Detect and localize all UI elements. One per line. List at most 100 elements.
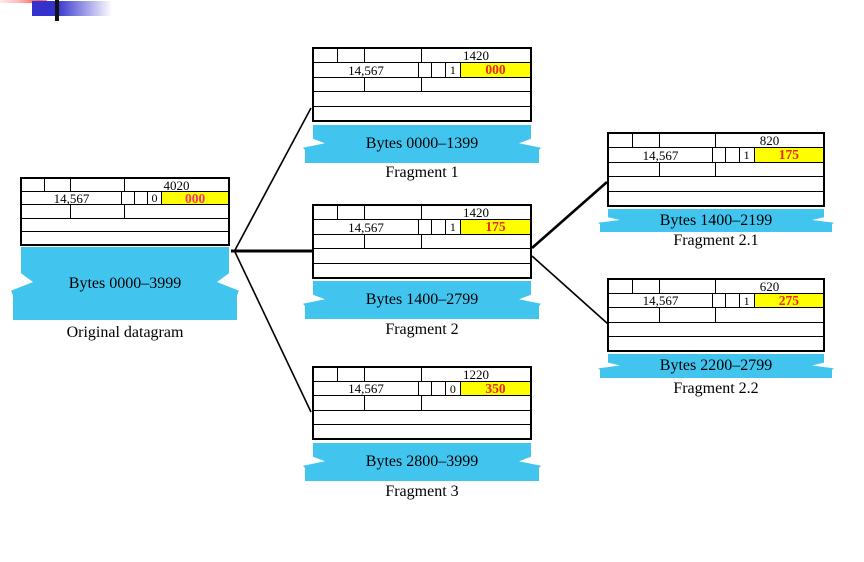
fragment-2-flag-cell: 1 [446, 220, 462, 234]
fragment-2-header-cell [422, 235, 530, 248]
original-datagram-header-cell [71, 179, 125, 192]
original-datagram-offset-cell: 000 [162, 191, 228, 205]
fragment-2-identification-cell: 14,567 [314, 220, 419, 234]
fragment-2-1-identification-cell: 14,567 [609, 148, 713, 162]
fragment-2-header-cell [338, 206, 366, 220]
original-datagram-header-cell [22, 179, 45, 192]
fragment-2-header-cell [419, 220, 433, 234]
fragment-1-header-row-5 [314, 105, 530, 120]
fragment-1-offset-cell: 000 [461, 63, 530, 77]
fragment-2-2-header-cell [609, 323, 823, 336]
fragment-2-2-header-row-1: 620 [609, 280, 823, 294]
original-datagram-header-cell [71, 205, 125, 218]
fragment-1-total-length-cell: 1420 [462, 48, 489, 64]
torn-band-shape [303, 281, 541, 319]
fragment-3-header-cell [422, 396, 530, 409]
connector-line [531, 181, 608, 249]
fragment-2-2-header-row-3 [609, 307, 823, 322]
fragment-1-header-cell [419, 63, 433, 77]
fragment-1-header-cell [338, 49, 366, 63]
torn-band-shape [303, 125, 541, 163]
original-datagram-header-cell [22, 232, 228, 244]
original-datagram-header-row-4 [22, 217, 228, 231]
fragment-3-header-row-1: 1220 [314, 367, 530, 383]
fragment-2-1-flag-cell: 1 [740, 148, 755, 162]
original-datagram-total-length-cell: 4020 [163, 177, 190, 193]
fragment-2-1-header-cell [633, 134, 660, 148]
slide-deco-black-tick [55, 0, 59, 21]
fragment-2-2-header-cell [609, 337, 823, 350]
fragment-2-1-total-length-cell: 820 [759, 133, 780, 149]
fragment-2-header-cell [432, 220, 446, 234]
fragment-2-1-header-row-4 [609, 176, 823, 190]
fragment-1-caption: Fragment 1 [385, 164, 459, 181]
fragment-3-identification-cell: 14,567 [314, 382, 419, 396]
original-datagram-header-cell [135, 192, 148, 205]
fragment-3-header-cell [314, 425, 530, 438]
fragment-2-1-header-cell [609, 177, 823, 190]
fragment-2-data-band: Bytes 1400–2799 [300, 281, 544, 319]
fragment-3-header-cell [432, 382, 446, 396]
connector-line [531, 255, 609, 325]
fragment-3-total-length-cell: 1220 [462, 367, 489, 383]
fragment-2-2-caption: Fragment 2.2 [673, 380, 759, 397]
torn-band-shape [11, 247, 239, 320]
fragment-2-header-cell [314, 206, 338, 220]
original-datagram-data-band: Bytes 0000–3999 [8, 247, 242, 320]
fragment-2-1-offset-cell: 175 [754, 148, 823, 162]
fragment-2-bytes-range: Bytes 1400–2799 [365, 291, 479, 308]
fragment-2-header-row-4 [314, 248, 530, 262]
fragment-2-caption: Fragment 2 [385, 321, 459, 338]
fragment-2-header-row-1: 1420 [314, 206, 530, 220]
fragment-2-2-flag-cell: 1 [740, 294, 755, 308]
original-datagram-header-cell [22, 205, 72, 218]
fragment-1-header-cell [422, 78, 530, 91]
fragment-2-1-header-cell [609, 192, 823, 205]
fragment-2-1-header-cell [609, 134, 633, 148]
fragment-2-2-identification-cell: 14,567 [609, 294, 713, 308]
fragment-2-1-header-cell [609, 162, 660, 177]
original-datagram-header-cell [45, 179, 72, 192]
fragment-2-2-header-row-5 [609, 335, 823, 350]
fragment-1-header-cell [365, 77, 422, 92]
fragment-1-identification-cell: 14,567 [314, 63, 419, 77]
fragment-2-header-row-5 [314, 262, 530, 277]
fragment-2-header-cell [314, 264, 530, 277]
slide-deco-red-line [0, 0, 47, 3]
fragment-2-header-cell [365, 234, 422, 249]
fragment-2-2-header-cell [716, 308, 823, 321]
original-datagram-identification-cell: 14,567 [22, 192, 123, 205]
original-datagram-header-row-1: 4020 [22, 177, 228, 193]
fragment-2-2-header-cell [660, 280, 716, 294]
fragment-2-1-header-cell [713, 148, 727, 162]
fragment-3-header-row-3 [314, 395, 530, 410]
fragment-3-flag-cell: 0 [446, 382, 462, 396]
original-datagram-header-cell [22, 219, 228, 231]
fragment-3-caption: Fragment 3 [385, 483, 459, 500]
fragment-2-header-cell [365, 206, 422, 220]
connector-line [234, 251, 312, 413]
fragment-2-2-header-cell [726, 294, 740, 308]
fragment-1-header-row-4 [314, 91, 530, 105]
torn-band-shape [598, 209, 834, 232]
fragment-1-header-cell [314, 77, 366, 92]
fragment-3-header-row-4 [314, 409, 530, 424]
fragment-3-header-cell [365, 396, 422, 410]
original-datagram-bytes-range: Bytes 0000–3999 [68, 274, 182, 292]
fragment-3-header-cell [365, 368, 422, 382]
fragment-2-1-header-row-3 [609, 161, 823, 177]
fragment-1-flag-cell: 1 [446, 63, 462, 77]
original-datagram-header-cell [122, 192, 135, 205]
fragment-1-header-cell [314, 92, 530, 105]
fragment-2-header-cell [314, 249, 530, 262]
